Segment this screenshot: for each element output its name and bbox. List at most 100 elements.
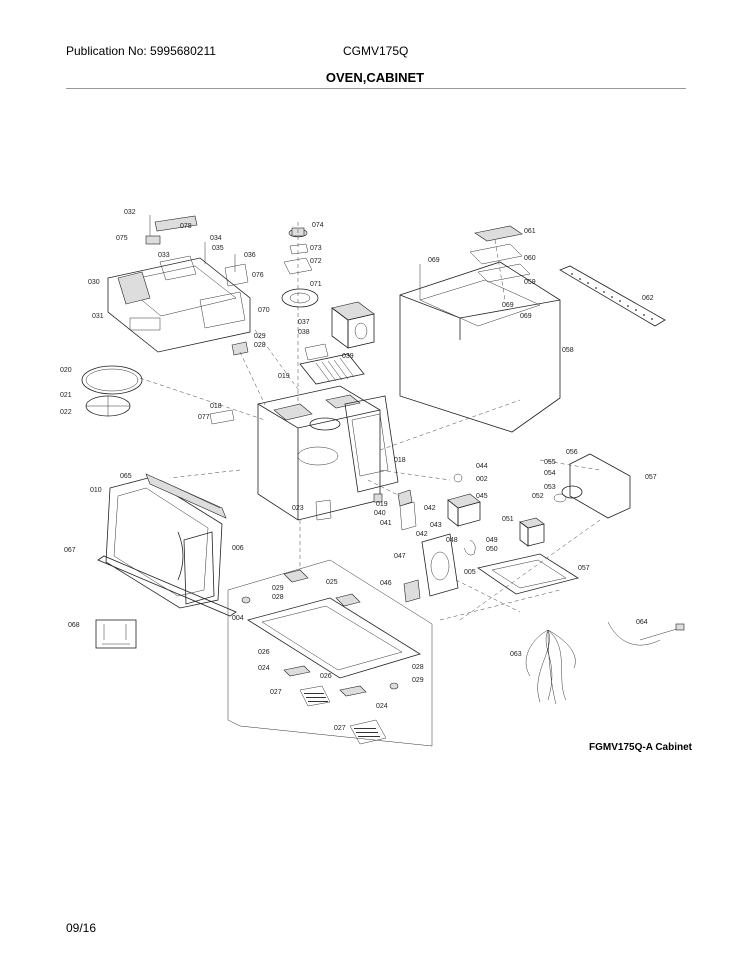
part-label: 034 — [210, 235, 222, 242]
header-rule — [66, 88, 686, 89]
part-label: 059 — [524, 279, 536, 286]
part-label: 043 — [430, 522, 442, 529]
part-label: 047 — [394, 553, 406, 560]
turntable-drive-stack — [281, 222, 329, 410]
part-label: 064 — [636, 619, 648, 626]
exploded-parts-diagram: 032 078 075 034 035 033 036 076 030 031 … — [60, 209, 685, 747]
part-label: 072 — [310, 258, 322, 265]
publication-number: Publication No: 5995680211 — [66, 44, 216, 58]
blower-fan — [403, 533, 476, 603]
part-label: 022 — [60, 409, 72, 416]
part-label: 018 — [210, 403, 222, 410]
part-label: 005 — [464, 569, 476, 576]
part-label: 029 — [272, 585, 284, 592]
part-label: 039 — [342, 353, 354, 360]
power-cord — [607, 621, 685, 646]
part-label: 028 — [254, 342, 266, 349]
part-label: 033 — [158, 252, 170, 259]
part-label: 036 — [244, 252, 256, 259]
assembly-guides — [169, 399, 601, 621]
part-label: 077 — [198, 414, 210, 421]
part-label: 004 — [232, 615, 244, 622]
part-label: 019 — [376, 501, 388, 508]
top-vent-rail — [559, 265, 666, 327]
bottom-plate-group — [227, 559, 433, 747]
part-label: 057 — [578, 565, 590, 572]
part-label: 067 — [64, 547, 76, 554]
part-label: 076 — [252, 272, 264, 279]
part-label: 063 — [510, 651, 522, 658]
part-label: 028 — [272, 594, 284, 601]
part-label: 024 — [376, 703, 388, 710]
part-label: 024 — [258, 665, 270, 672]
part-label: 075 — [116, 235, 128, 242]
part-label: 040 — [374, 510, 386, 517]
part-label: 031 — [92, 313, 104, 320]
turntable-tray — [81, 365, 266, 421]
model-number: CGMV175Q — [343, 44, 409, 58]
part-label: 046 — [380, 580, 392, 587]
part-label: 062 — [642, 295, 654, 302]
part-label: 069 — [520, 313, 532, 320]
part-number-labels: 032 078 075 034 035 033 036 076 030 031 … — [60, 209, 657, 732]
part-label: 037 — [298, 319, 310, 326]
label-inset — [95, 619, 137, 649]
part-label: 051 — [502, 516, 514, 523]
part-label: 071 — [310, 281, 322, 288]
part-label: 025 — [326, 579, 338, 586]
part-label: 069 — [428, 257, 440, 264]
part-label: 019 — [278, 373, 290, 380]
hv-capacitor — [519, 517, 545, 547]
part-label: 056 — [566, 449, 578, 456]
part-label: 026 — [258, 649, 270, 656]
part-label: 045 — [476, 493, 488, 500]
outer-cabinet — [399, 225, 561, 433]
door-assembly — [97, 473, 237, 617]
fan-motor-assembly — [539, 453, 631, 519]
transformer — [447, 473, 481, 527]
part-label: 054 — [544, 470, 556, 477]
part-label: 029 — [254, 333, 266, 340]
part-label: 029 — [412, 677, 424, 684]
part-label: 053 — [544, 484, 556, 491]
part-label: 050 — [486, 546, 498, 553]
part-label: 041 — [380, 520, 392, 527]
part-label: 006 — [232, 545, 244, 552]
part-label: 069 — [502, 302, 514, 309]
section-title: OVEN,CABINET — [325, 70, 425, 85]
part-label: 027 — [270, 689, 282, 696]
base-plate — [455, 553, 579, 613]
part-label: 058 — [562, 347, 574, 354]
magnetron-block — [331, 301, 375, 349]
part-label: 055 — [544, 459, 556, 466]
interlock-switch-cluster — [315, 479, 417, 531]
part-label: 002 — [476, 476, 488, 483]
part-label: 021 — [60, 392, 72, 399]
part-label: 023 — [292, 505, 304, 512]
part-label: 042 — [416, 531, 428, 538]
diagram-caption: FGMV175Q-A Cabinet — [589, 742, 692, 753]
part-label: 073 — [310, 245, 322, 252]
wire-harness — [525, 629, 576, 705]
part-label: 026 — [320, 673, 332, 680]
part-label: 044 — [476, 463, 488, 470]
part-label: 042 — [424, 505, 436, 512]
part-label: 030 — [88, 279, 100, 286]
part-label: 010 — [90, 487, 102, 494]
part-label: 048 — [446, 537, 458, 544]
part-label: 074 — [312, 222, 324, 229]
part-label: 018 — [394, 457, 406, 464]
oven-cavity — [209, 385, 399, 521]
part-label: 061 — [524, 228, 536, 235]
part-label: 049 — [486, 537, 498, 544]
part-label: 028 — [412, 664, 424, 671]
part-label: 057 — [645, 474, 657, 481]
part-label: 065 — [120, 473, 132, 480]
part-label: 068 — [68, 622, 80, 629]
part-label: 060 — [524, 255, 536, 262]
part-label: 052 — [532, 493, 544, 500]
part-label: 038 — [298, 329, 310, 336]
vent-grille — [299, 353, 365, 385]
part-label: 027 — [334, 725, 346, 732]
control-top-assembly — [107, 215, 301, 406]
